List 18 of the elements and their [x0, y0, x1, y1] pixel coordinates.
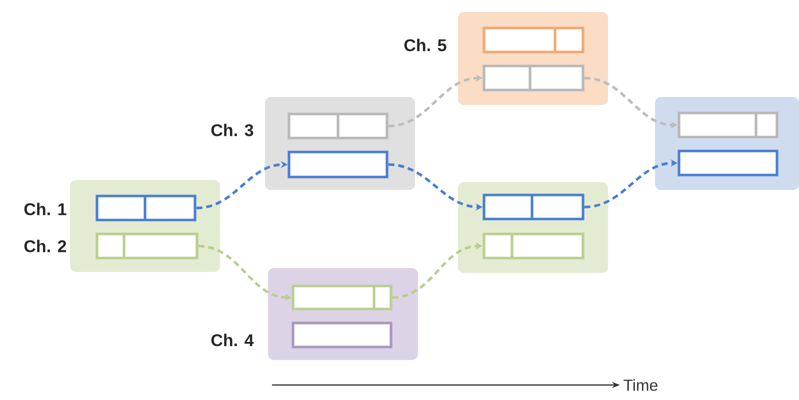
bar — [292, 322, 392, 348]
channel-label: Ch. 4 — [211, 334, 254, 346]
bar — [678, 150, 778, 176]
channel-label: Ch. 2 — [24, 240, 66, 252]
bar — [482, 64, 584, 92]
bar — [96, 194, 196, 222]
bar — [482, 194, 584, 220]
bar — [292, 284, 392, 310]
bar — [96, 232, 198, 260]
channel-label: Ch. 1 — [24, 202, 66, 216]
bar — [482, 232, 584, 260]
bar — [288, 150, 388, 178]
axis-label: Time — [624, 379, 658, 391]
bar — [482, 26, 584, 54]
bar — [678, 112, 778, 138]
bar — [288, 112, 388, 140]
channel-label: Ch. 3 — [211, 124, 254, 136]
channel-label: Ch. 5 — [404, 38, 446, 52]
